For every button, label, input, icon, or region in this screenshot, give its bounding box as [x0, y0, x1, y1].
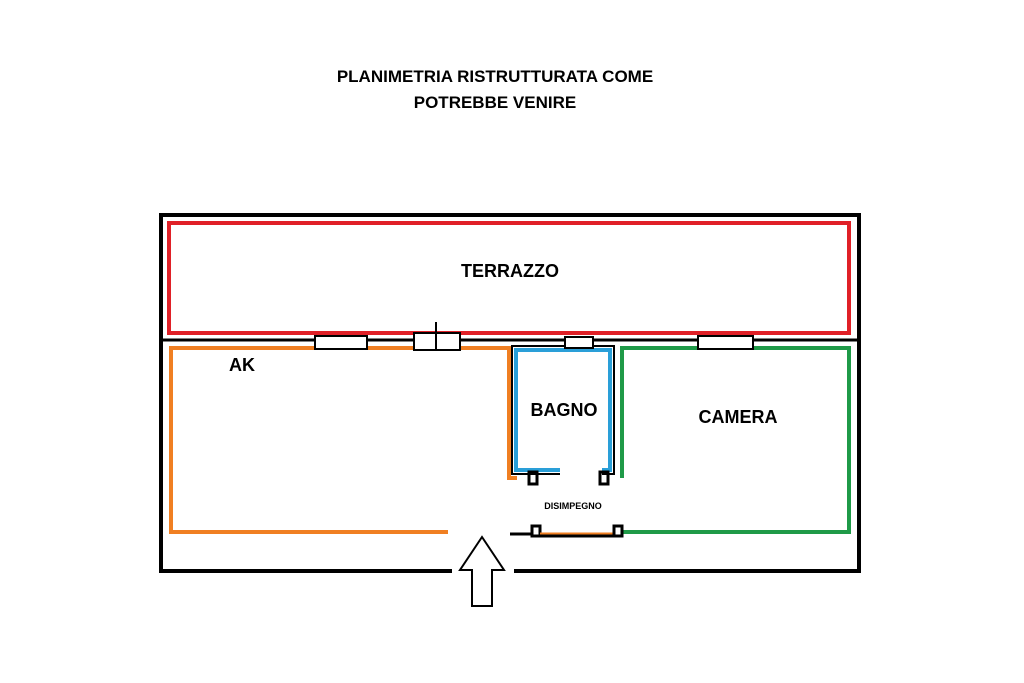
room-disimpegno-label: DISIMPEGNO	[544, 501, 602, 511]
plan-title: PLANIMETRIA RISTRUTTURATA COME POTREBBE …	[0, 64, 990, 116]
up-arrow-icon	[458, 535, 506, 607]
room-bagno-label: BAGNO	[531, 400, 598, 420]
room-camera-outline	[620, 346, 851, 534]
room-terrazzo-outline	[167, 221, 851, 335]
bagno-wall	[511, 345, 615, 475]
room-ak-label: AK	[229, 355, 255, 375]
plan-title-line-1: PLANIMETRIA RISTRUTTURATA COME	[336, 67, 654, 86]
room-camera-label: CAMERA	[699, 407, 778, 427]
disimpegno-wall	[510, 470, 624, 538]
outer-wall	[159, 213, 861, 573]
room-ak-outline	[169, 346, 517, 534]
room-terrazzo-label: TERRAZZO	[461, 261, 559, 281]
window	[314, 322, 754, 351]
plan-title-line-2: POTREBBE VENIRE	[413, 93, 577, 112]
room-bagno-outline	[514, 348, 612, 472]
